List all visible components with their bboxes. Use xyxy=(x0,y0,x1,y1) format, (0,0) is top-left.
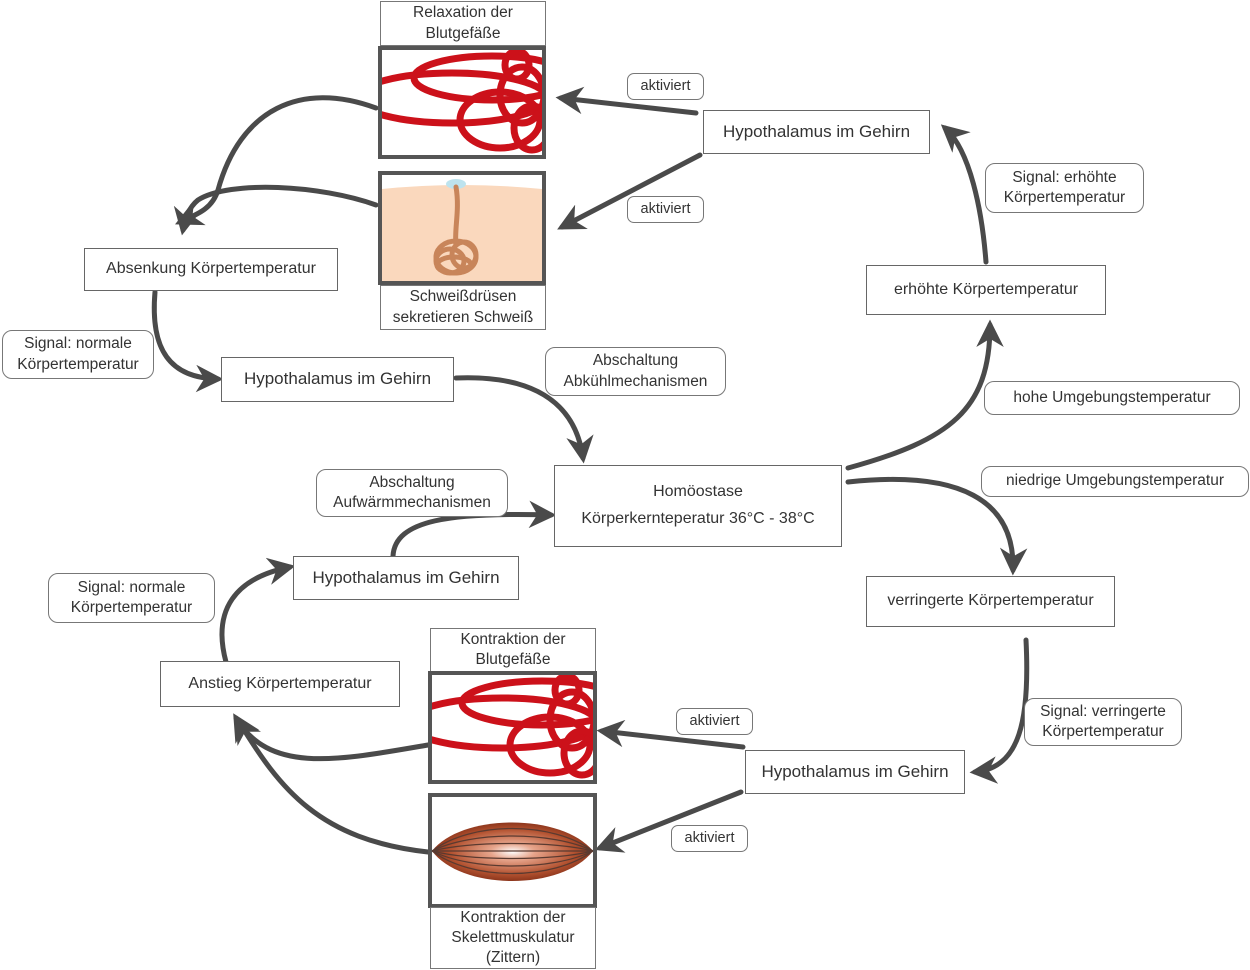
vessel-relaxation-caption: Relaxation der Blutgefäße xyxy=(380,1,546,46)
activates-label-upper-2: aktiviert xyxy=(627,196,704,223)
signal-decreased-temperature-label: Signal: verringerte Körpertemperatur xyxy=(1024,698,1182,746)
increased-body-temperature-box: erhöhte Körpertemperatur xyxy=(866,265,1106,315)
homeostasis-box: Homöostase Körperkernteperatur 36°C - 38… xyxy=(554,465,842,547)
blood-vessel-icon xyxy=(432,675,593,779)
arrow-vessels-to-increase xyxy=(233,713,431,762)
hypothalamus-lower-box: Hypothalamus im Gehirn xyxy=(745,750,965,794)
temperature-increase-box: Anstieg Körpertemperatur xyxy=(160,661,400,707)
hypothalamus-lower-left-box: Hypothalamus im Gehirn xyxy=(293,556,519,600)
activates-label-upper-1: aktiviert xyxy=(627,73,704,100)
skeletal-muscle-image xyxy=(428,793,597,908)
signal-increased-temperature-label: Signal: erhöhte Körpertemperatur xyxy=(985,163,1144,213)
muscle-contraction-caption: Kontraktion der Skelettmuskulatur (Zitte… xyxy=(430,907,596,969)
hypothalamus-upper-left-box: Hypothalamus im Gehirn xyxy=(221,357,454,402)
core-temperature-range: Körperkernteperatur 36°C - 38°C xyxy=(581,510,815,527)
temperature-decrease-box: Absenkung Körpertemperatur xyxy=(84,248,338,291)
sweat-gland-image xyxy=(378,171,546,285)
high-ambient-temperature-label: hohe Umgebungstemperatur xyxy=(984,381,1240,415)
sweat-gland-icon xyxy=(382,175,542,281)
shutdown-cooling-label: Abschaltung Abkühlmechanismen xyxy=(545,347,726,396)
signal-normal-temperature-label-upper: Signal: normale Körpertemperatur xyxy=(2,330,154,379)
low-ambient-temperature-label: niedrige Umgebungstemperatur xyxy=(981,466,1249,497)
arrow-hypothalamus-to-center-upper xyxy=(453,375,594,464)
arrow-activate-sweat xyxy=(557,152,703,230)
arrow-decrease-to-hypothalamus xyxy=(151,289,224,393)
arrow-to-decreased-temp xyxy=(845,476,1028,576)
arrow-to-hypothalamus-lower xyxy=(969,637,1030,784)
relaxed-blood-vessels-image xyxy=(378,46,546,159)
shutdown-warming-label: Abschaltung Aufwärmmechanismen xyxy=(316,469,508,517)
activates-label-lower-2: aktiviert xyxy=(671,825,748,852)
contracted-blood-vessels-image xyxy=(428,671,597,784)
arrow-activate-muscles xyxy=(594,789,744,853)
homeostasis-title: Homöostase xyxy=(653,483,743,501)
sweat-gland-caption: Schweißdrüsen sekretieren Schweiß xyxy=(380,285,546,330)
blood-vessel-icon xyxy=(382,50,542,154)
muscle-icon xyxy=(432,822,593,881)
arrow-activate-vessels-lower xyxy=(596,719,746,750)
hypothalamus-upper-box: Hypothalamus im Gehirn xyxy=(703,110,930,154)
arrow-activate-vessels-upper xyxy=(555,86,699,116)
arrow-vessels-to-decrease xyxy=(175,95,379,226)
vessel-contraction-caption: Kontraktion der Blutgefäße xyxy=(430,628,596,672)
arrow-sweat-to-decrease xyxy=(173,184,379,236)
arrow-hypothalamus-to-center-lower xyxy=(390,500,557,559)
arrow-increase-to-hypothalamus xyxy=(219,557,296,665)
decreased-body-temperature-box: verringerte Körpertemperatur xyxy=(866,576,1115,627)
signal-normal-temperature-label-lower: Signal: normale Körpertemperatur xyxy=(48,573,215,623)
arrow-muscles-to-increase xyxy=(235,715,431,855)
arrow-to-increased-temp xyxy=(845,319,1004,471)
activates-label-lower-1: aktiviert xyxy=(676,708,753,735)
arrow-to-hypothalamus-upper xyxy=(940,124,989,265)
